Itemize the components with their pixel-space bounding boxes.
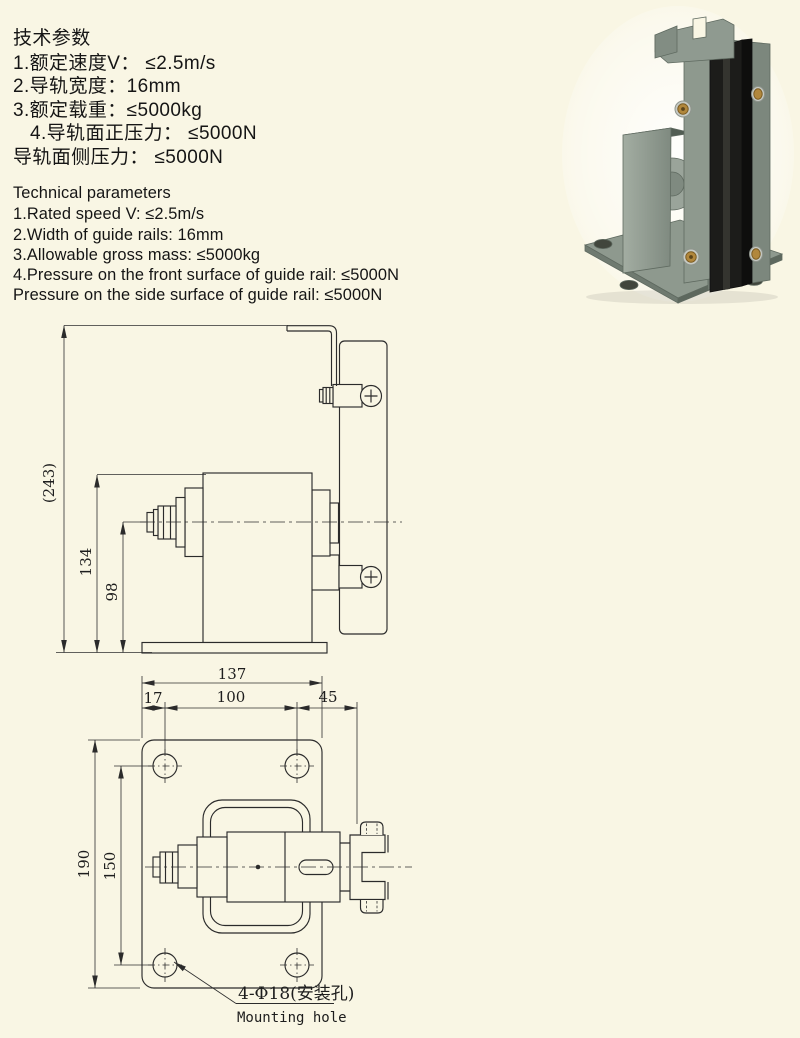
dim-label-overall-height: (243) bbox=[40, 463, 58, 503]
shaft-nut bbox=[157, 505, 177, 540]
screw1-nut bbox=[322, 386, 334, 405]
bolt-lower-left bbox=[682, 248, 700, 266]
technical-drawings: (243) 134 98 bbox=[40, 325, 412, 1026]
spec-cn-line: 2.导轨宽度：16mm bbox=[13, 76, 182, 97]
top-bracket-outline bbox=[286, 325, 338, 386]
screw2-shaft bbox=[338, 564, 363, 589]
body-front bbox=[683, 46, 711, 284]
specs-english: Technical parameters 1.Rated speed V: ≤2… bbox=[13, 183, 399, 306]
screw1-nut-facets bbox=[325, 387, 331, 404]
side-view-drawing: (243) 134 98 bbox=[40, 325, 402, 654]
dim-label-overhang: 45 bbox=[318, 688, 337, 706]
dim-label-hole-spacing-h: 100 bbox=[217, 688, 246, 706]
spec-en-line: Pressure on the side surface of guide ra… bbox=[13, 286, 383, 305]
clamp-connectors bbox=[340, 842, 350, 892]
rubber-insert-slot bbox=[723, 45, 730, 290]
base-plate-side bbox=[141, 641, 328, 654]
right-flange bbox=[311, 489, 331, 557]
spec-cn-line: 3.额定载重：≤5000kg bbox=[13, 99, 203, 121]
dim-label-body-height: 134 bbox=[77, 548, 95, 577]
hole-crosshairs bbox=[148, 749, 314, 982]
bolt-upper-right bbox=[751, 86, 765, 102]
specs-en-title: Technical parameters bbox=[13, 184, 171, 202]
left-step-plan bbox=[177, 844, 198, 889]
callout-holes-cn: 4-Φ18(安装孔) bbox=[238, 984, 354, 1004]
phillips-cross-icon bbox=[364, 389, 378, 403]
base-hole bbox=[619, 279, 639, 290]
lower-mount bbox=[310, 554, 340, 591]
plan-view-drawing: 137 17 100 45 190 150 4-Φ18(安装孔) Mountin… bbox=[75, 665, 412, 1026]
dim-label-axis-height: 98 bbox=[103, 582, 121, 601]
clamp-bolt-top-hidden bbox=[366, 823, 378, 834]
clamp-bolt-bottom-hidden bbox=[366, 901, 378, 912]
clamp-bolt-bottom bbox=[359, 900, 384, 914]
product-photo bbox=[562, 6, 794, 304]
callout-holes-en: Mounting hole bbox=[237, 1010, 347, 1026]
phillips-cross-icon bbox=[364, 570, 378, 584]
dim-label-hole-edge: 17 bbox=[143, 689, 162, 707]
ext-line bbox=[56, 325, 288, 653]
bolt-lower-right bbox=[749, 246, 763, 262]
top-bracket-notch bbox=[692, 16, 707, 40]
shaft-nut-facets bbox=[162, 506, 172, 539]
spec-en-line: 3.Allowable gross mass: ≤5000kg bbox=[13, 245, 261, 264]
column-front bbox=[622, 127, 672, 274]
spec-cn-line: 1.额定速度V： ≤2.5m/s bbox=[13, 52, 216, 74]
specs-chinese: 技术参数 1.额定速度V： ≤2.5m/s 2.导轨宽度：16mm 3.额定载重… bbox=[13, 27, 257, 169]
spec-cn-line: 4.导轨面正压力： ≤5000N bbox=[30, 123, 257, 144]
spec-cn-line: 导轨面侧压力： ≤5000N bbox=[13, 146, 224, 168]
bolt-upper-left bbox=[674, 100, 692, 118]
base-hole bbox=[593, 238, 613, 249]
dim-label-plate-width: 137 bbox=[218, 665, 247, 683]
rubber-insert-edge bbox=[741, 38, 753, 287]
shaft-nut-plan bbox=[159, 851, 179, 884]
callout-leader bbox=[173, 961, 237, 1004]
ext-lines-left bbox=[88, 739, 152, 989]
right-step bbox=[329, 502, 340, 544]
top-bracket-hook bbox=[654, 25, 678, 59]
specs-cn-title: 技术参数 bbox=[13, 28, 91, 49]
spec-en-line: 2.Width of guide rails: 16mm bbox=[13, 225, 224, 244]
clamp-bolt-top bbox=[359, 821, 384, 835]
clamp-c-piece bbox=[349, 834, 386, 901]
dim-label-plate-height: 190 bbox=[75, 850, 93, 879]
spec-en-line: 4.Pressure on the front surface of guide… bbox=[13, 266, 400, 285]
shaft-washer bbox=[152, 508, 159, 537]
body-box bbox=[202, 472, 313, 644]
rail-bar bbox=[338, 340, 388, 635]
center-dot bbox=[255, 864, 261, 870]
screw1-shaft bbox=[332, 383, 363, 408]
spec-en-line: 1.Rated speed V: ≤2.5m/s bbox=[13, 205, 205, 224]
dim-label-hole-spacing-v: 150 bbox=[101, 852, 119, 881]
shaft-nut-facets-plan bbox=[164, 852, 174, 883]
